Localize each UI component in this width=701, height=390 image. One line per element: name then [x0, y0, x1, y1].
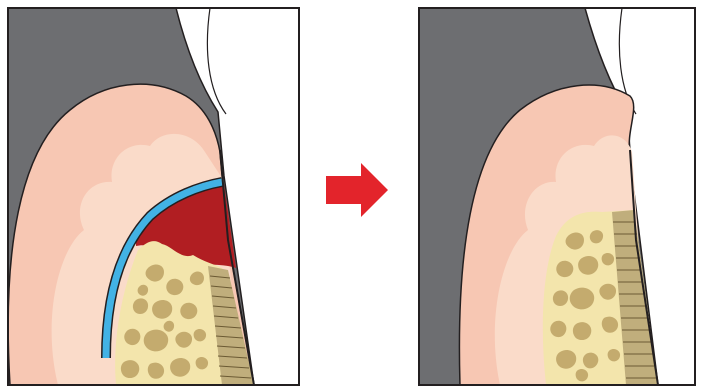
right-arrow-icon: [326, 163, 388, 217]
before-panel: [8, 8, 299, 385]
after-panel: [419, 8, 695, 385]
